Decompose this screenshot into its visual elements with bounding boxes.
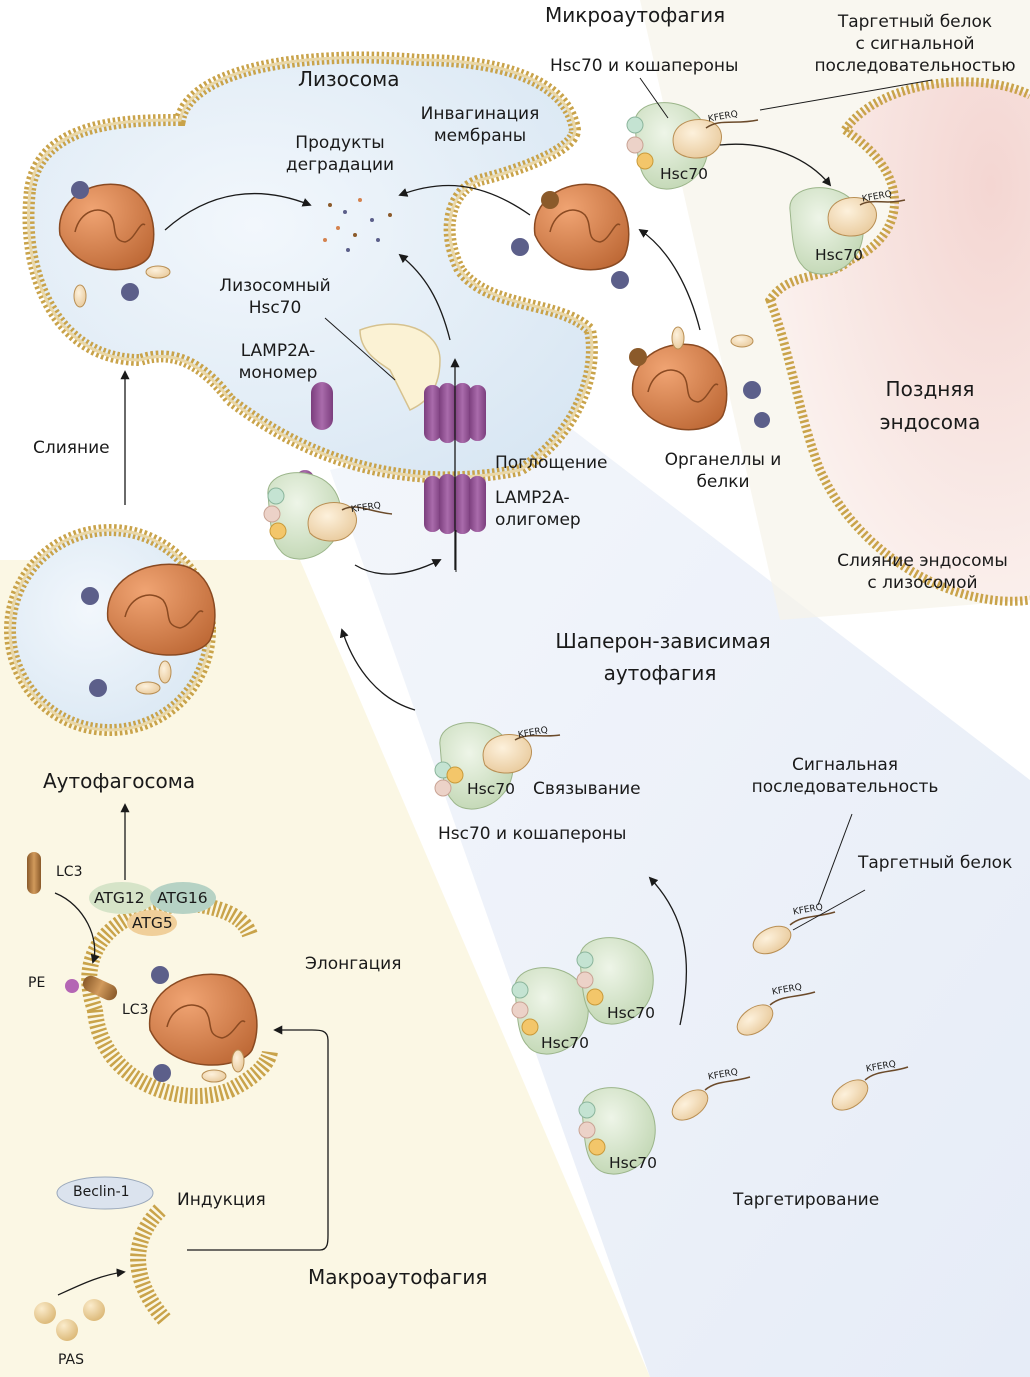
lysosomal-hsc70 [359,323,441,412]
endosome-membrane-lower [764,126,1030,606]
late-endosome [770,81,1030,602]
lc3-label-bottom: LC3 [122,1002,149,1018]
atg16 [150,882,216,914]
late-endosome-title-1: Поздняя [885,377,975,401]
targeting-label: Таргетирование [733,1190,880,1210]
lamp2a-monomer [311,382,333,430]
cma-title-2: аутофагия [603,661,717,685]
organelles-label-2: белки [696,472,750,492]
induction-label: Индукция [177,1190,266,1210]
macroautophagy-title: Макроаутофагия [308,1265,488,1289]
mitochondrion [631,343,728,431]
late-endosome-title-2: эндосома [879,410,981,434]
lamp2a-monomer-label-2: мономер [238,363,318,383]
mitochondrion [148,973,258,1066]
fusion-label: Слияние [33,438,110,458]
hsc70-complex [263,472,393,560]
lamp2a-monomer-label-1: LAMP2A- [240,341,316,361]
signal-sequence-label-1: Сигнальная [791,755,899,775]
hsc70-complex [578,1087,656,1175]
hsc70-label: Hsc70 [541,1034,589,1052]
lysosome-membrane-core [27,56,594,479]
macroautophagy-region [0,560,650,1377]
lysosome-title: Лизосома [298,67,400,91]
lc3-bound [82,975,118,1001]
pas-bead [83,1299,105,1321]
fusion-endosome-label-2: с лизосомой [867,573,978,593]
hsc70-complex [626,102,759,190]
uptake-label: Поглощение [495,453,608,473]
hsc70-complex [576,937,654,1025]
degradation-products [323,198,392,252]
hsc70-label: Hsc70 [660,165,708,183]
hsc70-label: Hsc70 [609,1154,657,1172]
hsc70-label: Hsc70 [467,780,515,798]
hsc70-complex [511,967,589,1055]
hsc70-complex [434,722,561,810]
cma-hsc70-label: Hsc70 и кошапероны [438,824,627,844]
lamp2a-oligomer-label-2: олигомер [495,510,581,530]
lamp2a-oligomer-label-1: LAMP2A- [495,488,570,508]
target-top-label-1: Таргетный белок [837,12,993,32]
pathway-arrows [54,143,832,1296]
cma-title-1: Шаперон-зависимая [555,629,771,653]
vesicle [73,265,754,1083]
protein-aggregate [71,181,770,1082]
lysosome [22,51,598,484]
hsc70-complex [789,187,906,275]
target-protein-label: Таргетный белок [858,853,1013,873]
pe-label: PE [28,975,46,991]
nascent-membrane [130,1204,172,1326]
pe-lipid [65,979,79,993]
signal-sequence [704,911,909,1091]
phagophore-top [81,896,258,1013]
lc3-label-top: LC3 [56,864,83,880]
hsc70-label: Hsc70 [607,1004,655,1022]
atg12 [89,882,155,914]
beclin-1 [56,1176,154,1210]
target-top-label-2: с сигнальной [855,34,975,54]
pointer-lines [324,77,933,931]
endosome-membrane [841,77,1030,133]
microautophagy-title: Микроаутофагия [545,3,726,27]
lamp2a-oligomer [424,383,486,534]
lc3-free [27,852,41,894]
lysosomal-hsc70-label-2: Hsc70 [248,298,302,318]
atg5-label: ATG5 [132,914,173,932]
micro-hsc70-label: Hsc70 и кошапероны [550,56,739,76]
mitochondrion [533,183,630,271]
atg16-label: ATG16 [157,889,208,907]
invagination-label-2: мембраны [433,126,527,146]
lysosomal-hsc70-label-1: Лизосомный [219,276,331,296]
autophagosome-title: Аутофагосома [43,769,196,793]
hsc70-label: Hsc70 [815,246,863,264]
degradation-label-2: деградации [285,155,395,175]
degradation-label-1: Продукты [295,133,385,153]
protein-aggregate-brown [541,191,647,366]
elongation-label: Элонгация [305,954,402,974]
organelles-label-1: Органеллы и [664,450,782,470]
phagophore-bottom [87,1009,278,1105]
pas-label: PAS [58,1352,85,1368]
mitochondrion [106,563,216,656]
binding-label: Связывание [533,779,641,799]
cma-region [330,420,1030,1377]
beclin-1-label: Beclin-1 [73,1184,130,1200]
target-top-label-3: последовательностью [814,56,1016,76]
fusion-endosome-label-1: Слияние эндосомы [837,551,1008,571]
signal-sequence-label-2: последовательность [751,777,939,797]
pas-bead [56,1319,78,1341]
pas-bead [34,1302,56,1324]
atg5 [127,910,177,936]
atg12-label: ATG12 [94,889,145,907]
invagination-label-1: Инвагинация [420,104,540,124]
target-protein [671,925,869,1121]
